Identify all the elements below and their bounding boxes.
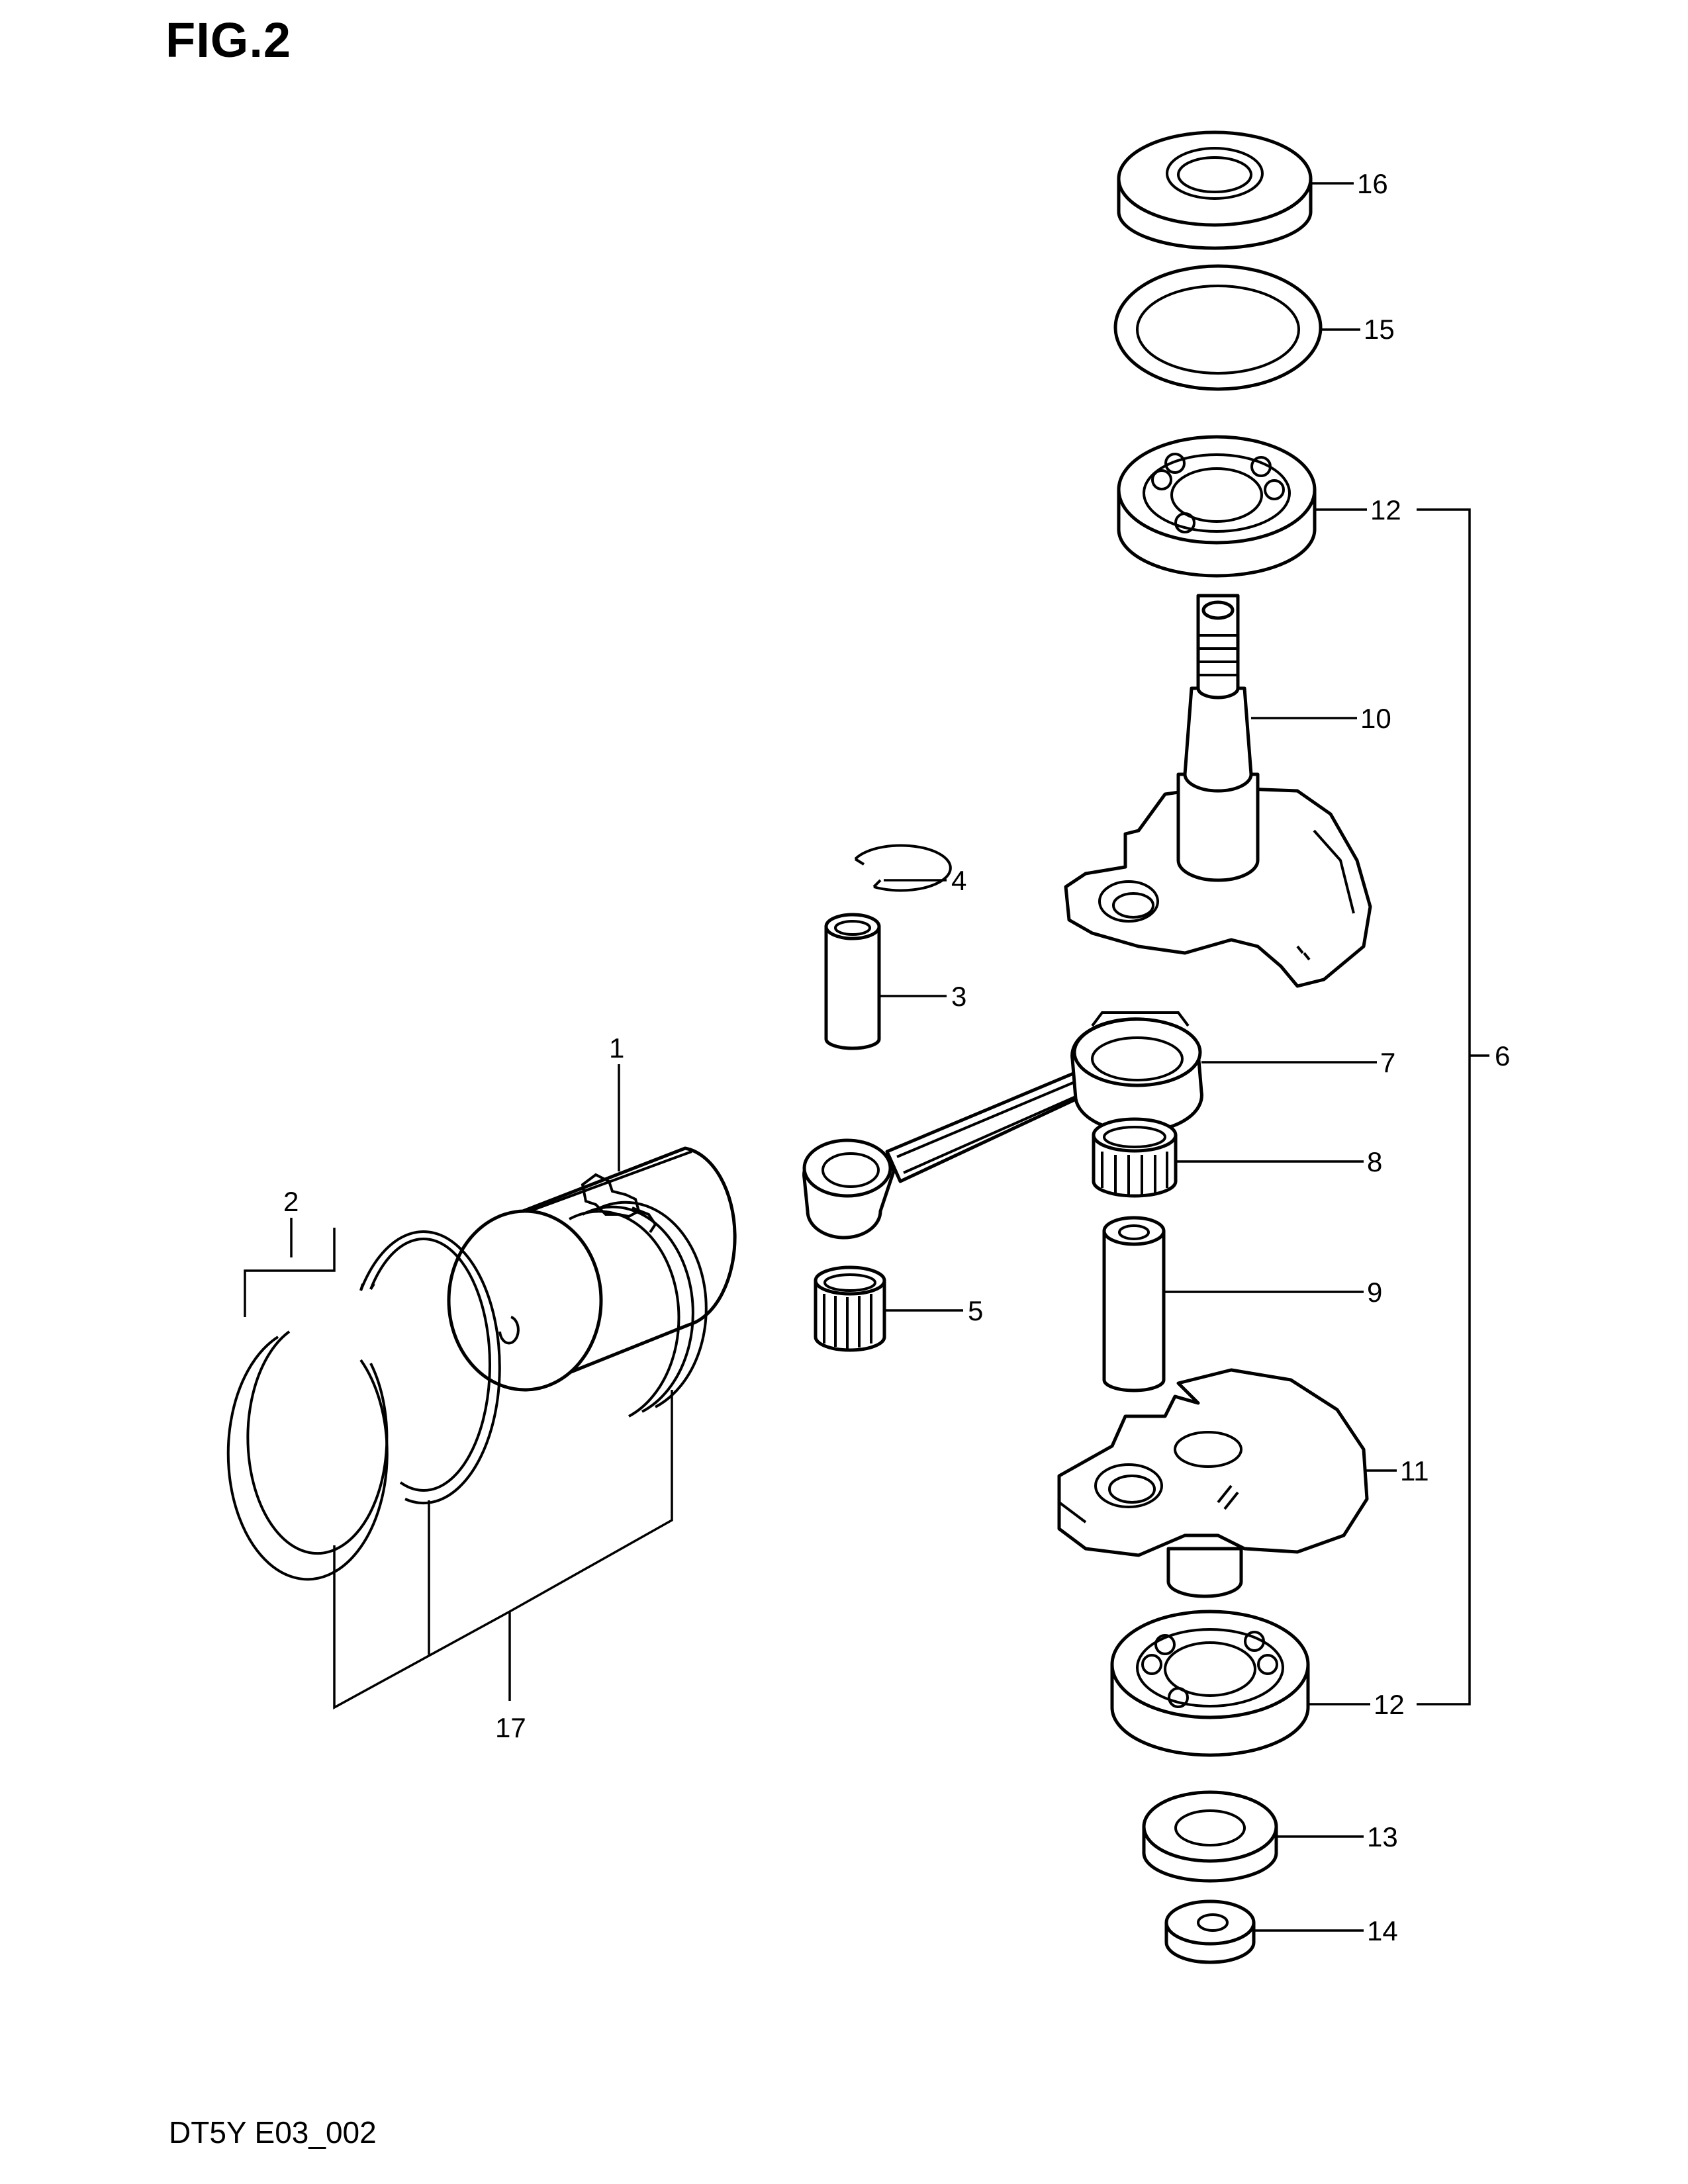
part-13-spacer[interactable] <box>1142 1790 1278 1883</box>
part-4-circlip[interactable] <box>854 844 952 892</box>
callout-12-upper: 12 <box>1370 494 1401 525</box>
part-3-piston-pin[interactable] <box>824 913 881 1050</box>
callout-1: 1 <box>609 1032 624 1064</box>
callout-12-lower: 12 <box>1374 1689 1405 1720</box>
part-11-lower-crankshaft[interactable] <box>1057 1368 1369 1598</box>
callout-15: 15 <box>1364 314 1395 345</box>
part-16-oil-seal[interactable] <box>1117 130 1313 250</box>
callout-7: 7 <box>1380 1047 1395 1078</box>
part-14-nut[interactable] <box>1164 1899 1256 1964</box>
part-2-piston-rings[interactable] <box>226 1230 501 1581</box>
part-5-needle-bearing-small-end[interactable] <box>814 1265 886 1352</box>
part-8-needle-bearing-big-end[interactable] <box>1092 1117 1178 1198</box>
part-15-ring[interactable] <box>1113 264 1323 391</box>
callout-11: 11 <box>1400 1455 1429 1486</box>
callout-3: 3 <box>951 981 966 1012</box>
part-7-connecting-rod[interactable] <box>802 1011 1203 1240</box>
diagram-code: DT5Y E03_002 <box>169 2115 377 2150</box>
callout-16: 16 <box>1357 168 1388 199</box>
part-12-ball-bearing-lower[interactable] <box>1110 1610 1310 1757</box>
callout-13: 13 <box>1367 1821 1398 1852</box>
callout-10: 10 <box>1360 703 1391 734</box>
part-9-crank-pin[interactable] <box>1102 1216 1166 1392</box>
callout-17: 17 <box>495 1712 526 1743</box>
callout-4: 4 <box>951 865 966 896</box>
callout-5: 5 <box>968 1295 983 1326</box>
callout-2: 2 <box>283 1186 299 1217</box>
part-12-ball-bearing-upper[interactable] <box>1117 435 1317 578</box>
callout-6: 6 <box>1495 1040 1510 1071</box>
part-10-upper-crankshaft[interactable] <box>1064 594 1372 988</box>
figure-title: FIG.2 <box>165 13 292 68</box>
callout-8: 8 <box>1367 1146 1382 1177</box>
callout-9: 9 <box>1367 1277 1382 1308</box>
part-1-piston[interactable] <box>447 1146 737 1418</box>
callout-14: 14 <box>1367 1915 1398 1946</box>
